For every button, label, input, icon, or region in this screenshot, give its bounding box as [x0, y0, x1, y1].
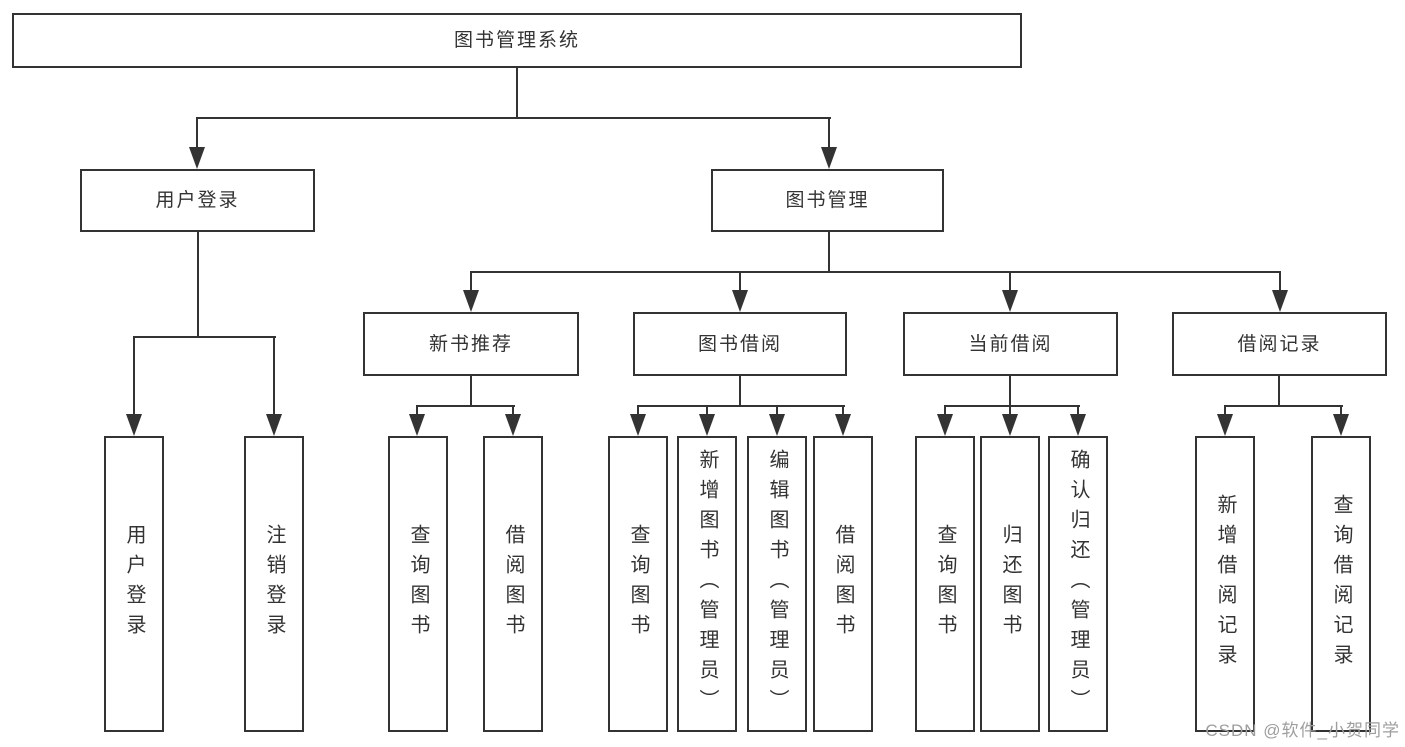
leaf-query-borrow-record: 查询借阅记录: [1311, 436, 1371, 732]
connector-line: [1009, 405, 1011, 418]
connector-line: [637, 405, 639, 418]
connector-line: [637, 405, 845, 407]
connector-arrowhead: [1272, 290, 1288, 312]
connector-line: [416, 405, 418, 418]
connector-line: [828, 117, 830, 155]
connector-line: [196, 117, 831, 119]
node-root: 图书管理系统: [12, 13, 1022, 68]
connector-line: [133, 336, 135, 418]
connector-arrowhead: [630, 414, 646, 436]
connector-arrowhead: [126, 414, 142, 436]
connector-line: [1077, 405, 1079, 418]
connector-line: [944, 405, 946, 418]
connector-arrowhead: [937, 414, 953, 436]
leaf-query-book-borrow: 查询图书: [608, 436, 668, 732]
connector-line: [470, 376, 472, 407]
connector-arrowhead: [835, 414, 851, 436]
connector-line: [1278, 376, 1280, 407]
connector-line: [1009, 271, 1011, 293]
connector-line: [196, 117, 198, 155]
leaf-logout: 注销登录: [244, 436, 304, 732]
node-user-login: 用户登录: [80, 169, 315, 232]
connector-line: [1340, 405, 1342, 418]
connector-arrowhead: [732, 290, 748, 312]
leaf-edit-book-admin: 编辑图书（管理员）: [747, 436, 807, 732]
leaf-query-book-current: 查询图书: [915, 436, 975, 732]
leaf-borrow-book-recommend: 借阅图书: [483, 436, 543, 732]
connector-arrowhead: [1002, 414, 1018, 436]
csdn-watermark: CSDN @软件_小贺同学: [1205, 721, 1400, 740]
connector-line: [944, 405, 1080, 407]
connector-arrowhead: [189, 147, 205, 169]
connector-arrowhead: [505, 414, 521, 436]
connector-arrowhead: [409, 414, 425, 436]
connector-line: [416, 405, 515, 407]
leaf-borrow-book: 借阅图书: [813, 436, 873, 732]
leaf-add-book-admin: 新增图书（管理员）: [677, 436, 737, 732]
leaf-confirm-return-admin: 确认归还（管理员）: [1048, 436, 1108, 732]
connector-line: [706, 405, 708, 418]
connector-line: [1224, 405, 1343, 407]
node-new-book-recommend: 新书推荐: [363, 312, 579, 376]
connector-line: [776, 405, 778, 418]
connector-arrowhead: [1333, 414, 1349, 436]
connector-line: [273, 336, 275, 418]
leaf-add-borrow-record: 新增借阅记录: [1195, 436, 1255, 732]
connector-arrowhead: [463, 290, 479, 312]
connector-arrowhead: [1070, 414, 1086, 436]
connector-line: [828, 232, 830, 273]
connector-line: [1224, 405, 1226, 418]
node-book-management: 图书管理: [711, 169, 944, 232]
connector-line: [470, 271, 472, 293]
connector-line: [739, 271, 741, 293]
connector-arrowhead: [769, 414, 785, 436]
connector-line: [512, 405, 514, 418]
connector-line: [842, 405, 844, 418]
connector-arrowhead: [821, 147, 837, 169]
leaf-return-book: 归还图书: [980, 436, 1040, 732]
node-borrow-record: 借阅记录: [1172, 312, 1387, 376]
node-current-borrow: 当前借阅: [903, 312, 1118, 376]
connector-line: [197, 232, 199, 338]
leaf-user-login: 用户登录: [104, 436, 164, 732]
node-book-borrow: 图书借阅: [633, 312, 847, 376]
connector-line: [516, 68, 518, 118]
connector-line: [1279, 271, 1281, 293]
connector-line: [133, 336, 276, 338]
connector-line: [739, 376, 741, 407]
leaf-query-book-recommend: 查询图书: [388, 436, 448, 732]
connector-arrowhead: [266, 414, 282, 436]
connector-arrowhead: [699, 414, 715, 436]
connector-line: [1009, 376, 1011, 407]
connector-line: [470, 271, 1281, 273]
connector-arrowhead: [1002, 290, 1018, 312]
connector-arrowhead: [1217, 414, 1233, 436]
